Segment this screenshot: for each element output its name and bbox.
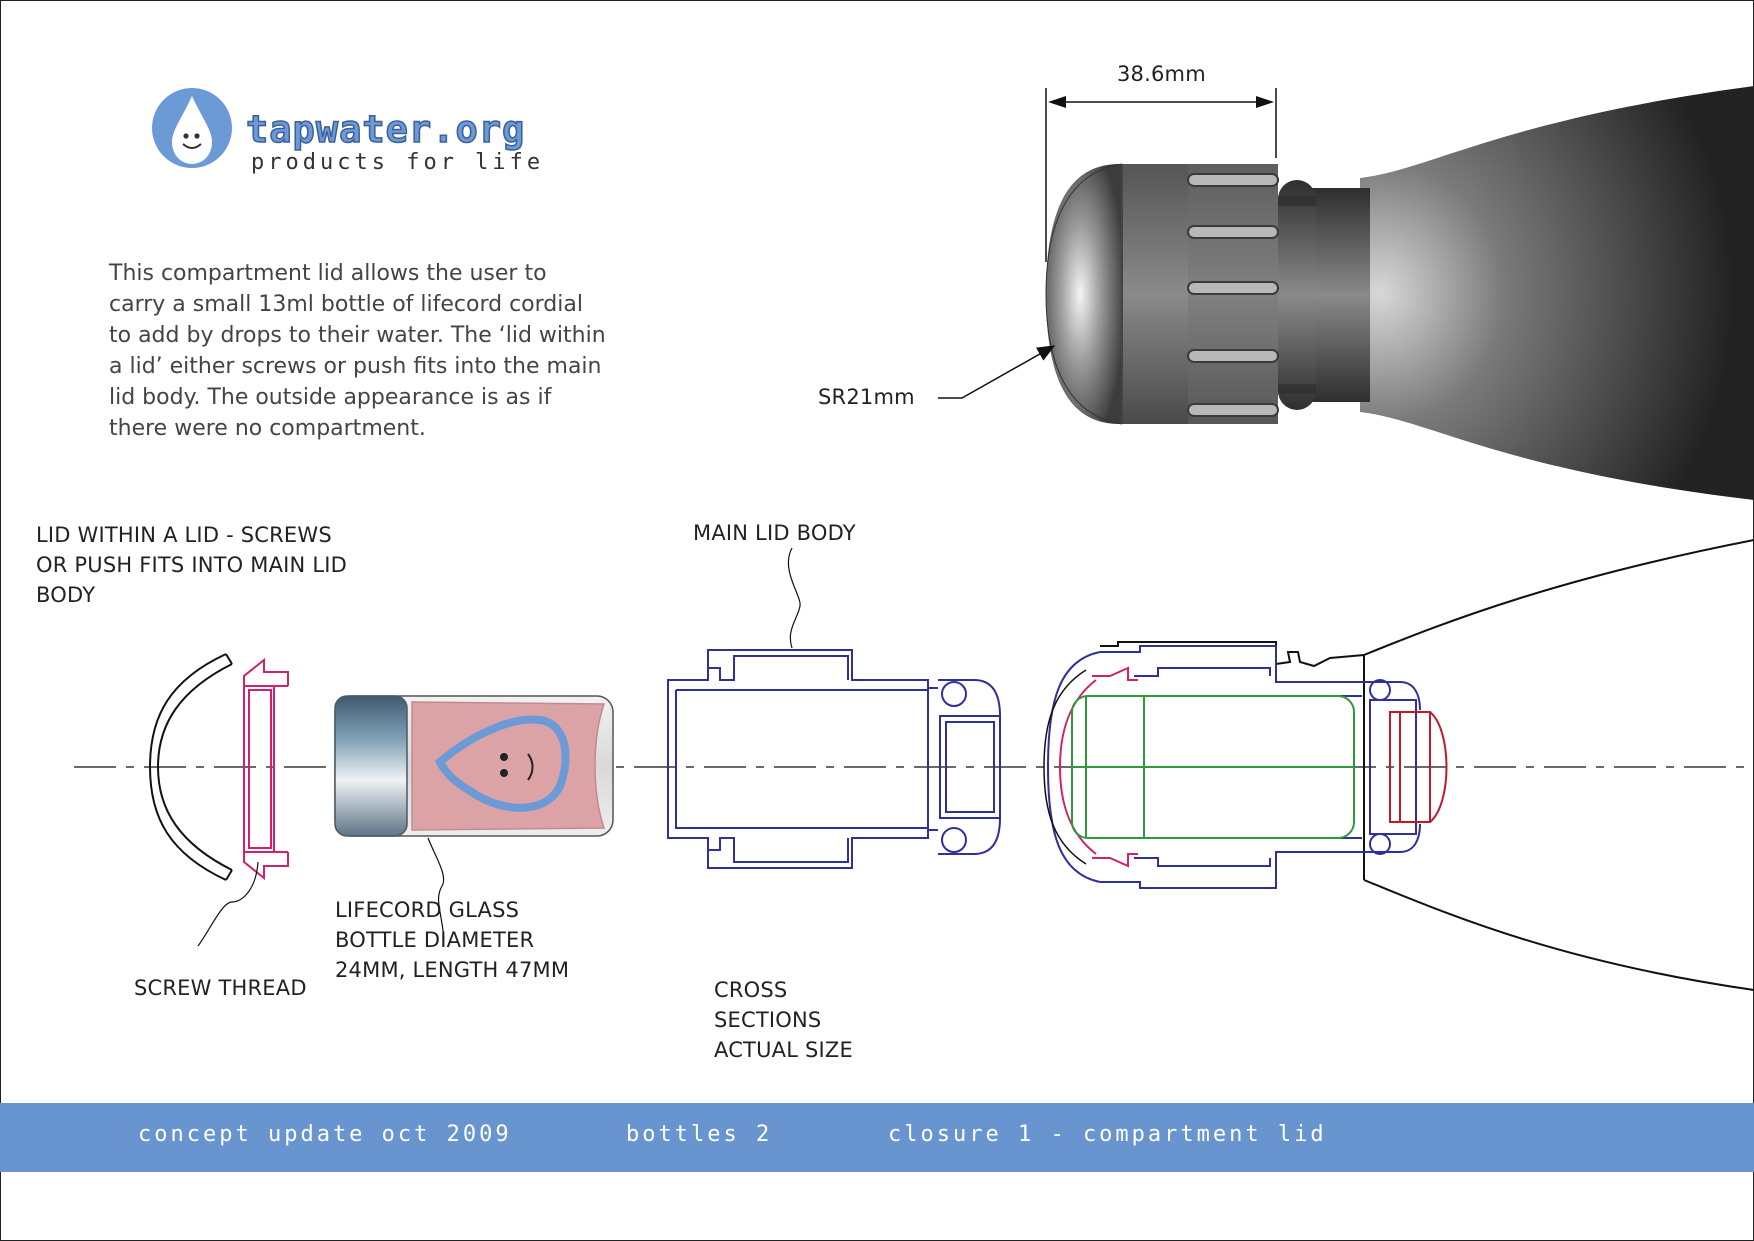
width-dimension-label: 38.6mm <box>1117 62 1206 86</box>
water-drop-face-icon <box>152 88 232 168</box>
inner-lid-dome <box>148 653 233 881</box>
brand-name[interactable]: tapwater.org <box>245 107 526 152</box>
assembled-cross-section <box>1043 539 1754 991</box>
footer-title: closure 1 - compartment lid <box>888 1122 1327 1147</box>
intro-paragraph: This compartment lid allows the user to … <box>109 261 606 441</box>
radius-dimension-label: SR21mm <box>818 385 915 409</box>
glass-bottle-leader <box>427 837 445 941</box>
screw-thread-leader <box>197 861 259 947</box>
lid-within-lid-label: LID WITHIN A LID - SCREWS OR PUSH FITS I… <box>36 523 347 607</box>
lifecord-glass-bottle <box>334 695 614 837</box>
cross-sections-label: CROSS SECTIONS ACTUAL SIZE <box>714 978 853 1062</box>
screw-thread-part <box>243 657 289 881</box>
footer-bar <box>0 1103 1754 1172</box>
footer-date: concept update oct 2009 <box>138 1122 512 1147</box>
main-lid-leader <box>787 547 801 649</box>
footer-section: bottles 2 <box>626 1122 773 1147</box>
brand-tagline: products for life <box>251 150 545 175</box>
glass-bottle-label: LIFECORD GLASS BOTTLE DIAMETER 24MM, LEN… <box>335 898 570 982</box>
screw-thread-label: SCREW THREAD <box>134 976 307 1000</box>
main-lid-body-section <box>667 649 1001 869</box>
rendered-bottle-closure <box>938 86 1754 500</box>
main-lid-body-label: MAIN LID BODY <box>693 521 856 545</box>
